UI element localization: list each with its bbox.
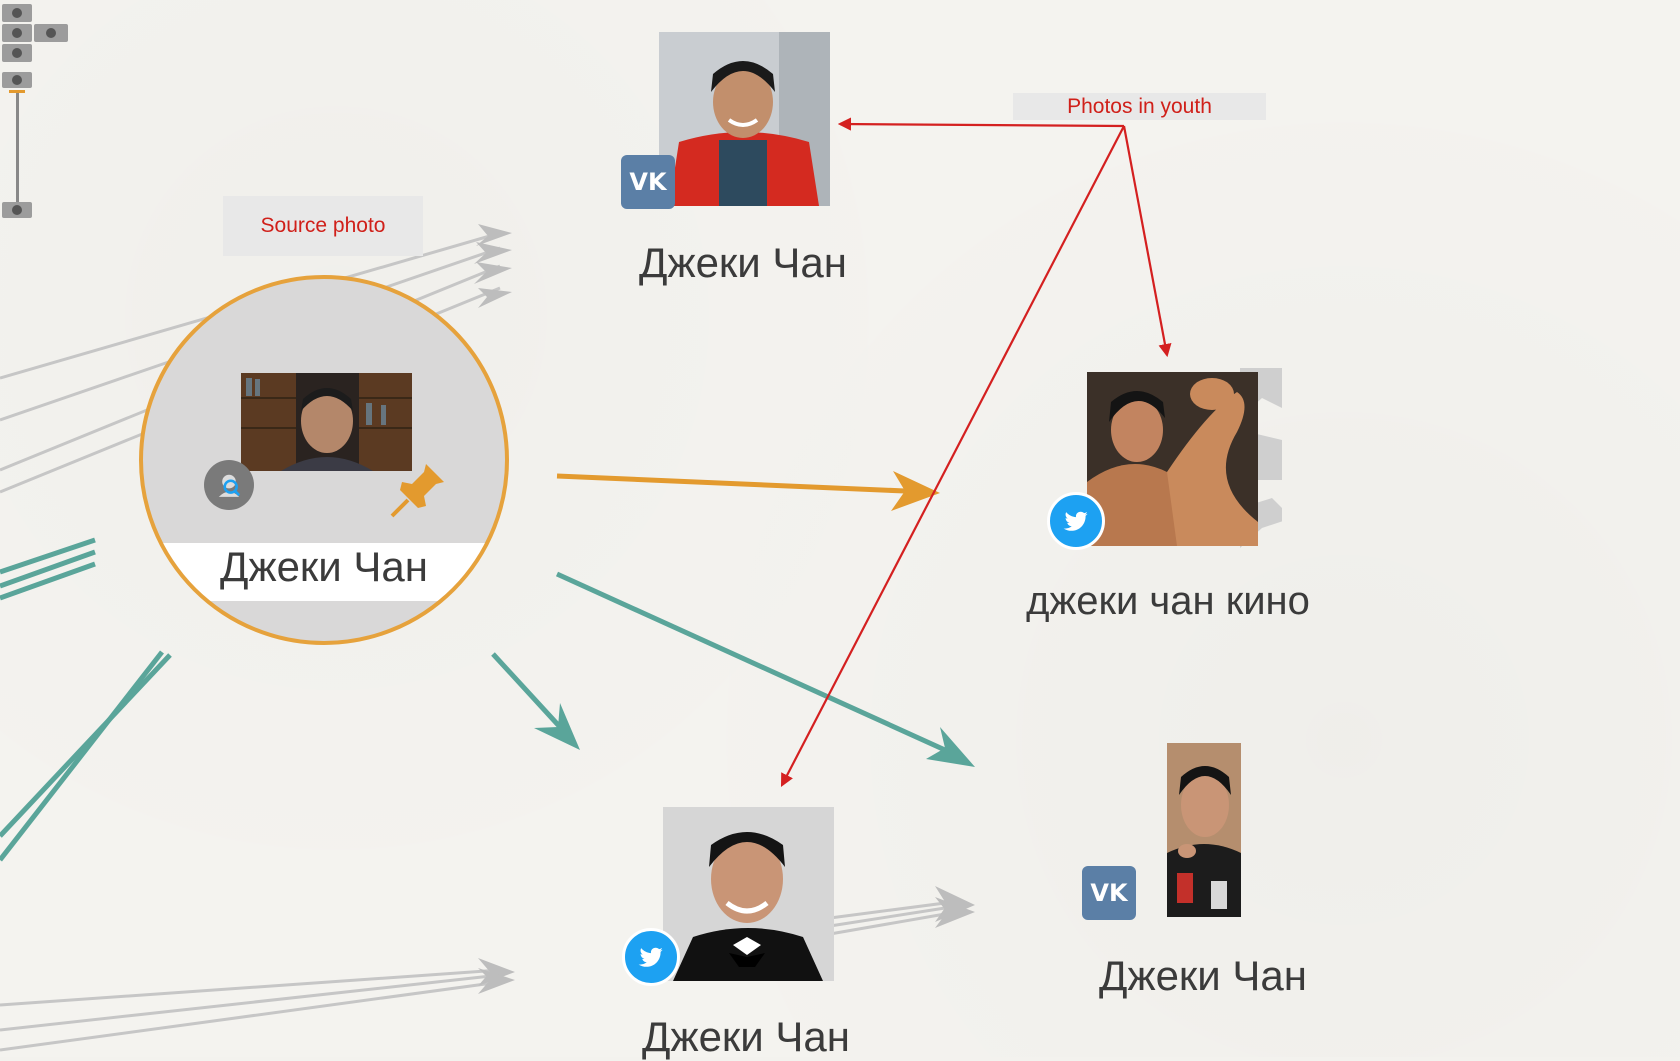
right-node-photo[interactable] [1087,372,1258,546]
teal-arrowhead-right [926,727,975,767]
twitter-icon [622,928,680,986]
zoom-in-button[interactable] [2,72,32,88]
source-photo-callout-text: Source photo [260,214,386,237]
teal-edge-right [555,571,947,753]
pin-icon[interactable] [388,460,448,520]
orange-arrowhead [891,471,940,511]
photos-in-youth-callout: Photos in youth [1013,93,1266,120]
gray-edges-bottom [0,901,946,1052]
pan-down-button[interactable] [2,44,32,62]
teal-edges-left [0,537,172,862]
source-node-photo[interactable] [241,373,412,471]
bottom-right-node-label: Джеки Чан [1099,952,1307,999]
bottom-center-node-label: Джеки Чан [642,1013,850,1060]
bottom-right-node-photo[interactable] [1167,743,1241,917]
photos-in-youth-callout-text: Photos in youth [1067,94,1212,118]
gray-arrowheads-top [474,224,512,308]
teal-edge-bottom [491,652,562,729]
pan-up-button[interactable] [2,4,32,22]
annotation-arrows [780,117,1172,787]
top-node-photo[interactable] [659,32,830,206]
right-node-label: джеки чан кино [1026,579,1310,623]
vk-icon: VK [1082,866,1136,920]
source-photo-callout: Source photo [223,196,423,256]
zoom-slider-handle[interactable] [9,90,25,93]
source-node-label: Джеки Чан [220,543,428,590]
twitter-icon [1047,492,1105,550]
top-node-label: Джеки Чан [639,239,847,286]
bottom-center-node-photo[interactable] [663,807,834,981]
vk-icon: VK [621,155,675,209]
zoom-slider-track[interactable] [16,92,19,202]
pan-right-button[interactable] [34,24,68,42]
gray-arrowheads-bottom [478,886,975,994]
teal-arrowhead-bottom [534,703,580,750]
source-node-label-band [143,543,505,601]
orange-edge [556,473,906,494]
face-search-icon [204,460,254,510]
pan-center-button[interactable] [2,24,32,42]
zoom-out-button[interactable] [2,202,32,218]
